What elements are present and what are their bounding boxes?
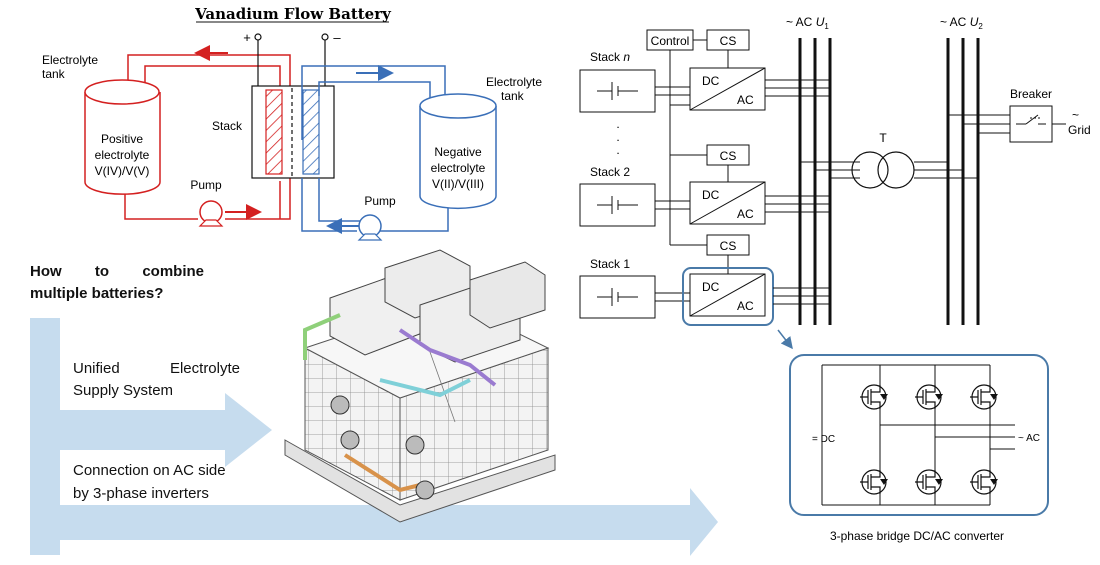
lower-arrow-line-1: Connection on AC side — [73, 462, 226, 479]
converter-2-dc: DC — [702, 188, 720, 202]
converter-1-ac: AC — [737, 299, 754, 313]
battery-title: Vanadium Flow Battery — [194, 5, 392, 23]
question-line-2: multiple batteries? — [30, 285, 164, 302]
lower-arrow — [30, 488, 718, 556]
upper-arrow-line-2: Supply System — [73, 382, 174, 399]
upper-arrow-word-2: Electrolyte — [169, 360, 240, 377]
converter-2-ac: AC — [737, 207, 754, 221]
bridge-ac-label: ~ AC — [1018, 433, 1040, 444]
process-arrows — [30, 318, 718, 556]
stack-2-label: Stack 2 — [590, 165, 630, 179]
lower-arrow-line-2: by 3-phase inverters — [73, 485, 209, 502]
dots-1: . — [616, 117, 619, 131]
converter-1-dc: DC — [702, 280, 720, 294]
control-label: Control — [651, 34, 690, 48]
right-pump-label: Pump — [364, 194, 396, 208]
ac-u1-label: ~ AC U1 — [786, 15, 829, 31]
right-tank-label-2: tank — [501, 89, 525, 103]
stack-label: Stack — [212, 119, 243, 133]
ac-circuit-diagram: Control CS Stack n DC AC . . . CS Stack … — [579, 15, 1091, 350]
stack-2-battery-icon — [597, 196, 638, 214]
left-pump-label: Pump — [190, 178, 222, 192]
left-pump-icon — [198, 200, 224, 227]
positive-label-2: electrolyte — [95, 148, 150, 162]
transistor-switch-icon — [915, 469, 943, 495]
positive-label-3: V(IV)/V(V) — [95, 164, 150, 178]
question-word-1: How — [30, 263, 62, 280]
positive-label-1: Positive — [101, 132, 143, 146]
transistor-switches — [860, 384, 998, 495]
transformer-icon — [851, 151, 915, 189]
upper-arrow — [30, 393, 272, 467]
upper-arrow-line-1: Unified Electrolyte — [73, 358, 240, 380]
question-word-3: combine — [142, 263, 204, 280]
transistor-switch-icon — [915, 384, 943, 410]
grid-label: Grid — [1068, 123, 1091, 137]
flow-battery-schematic: Vanadium Flow Battery Electrolyte tank P… — [42, 5, 542, 241]
plus-terminal: + — [243, 30, 251, 45]
positive-loop — [124, 54, 291, 220]
transistor-switch-icon — [860, 384, 888, 410]
stack-1-label: Stack 1 — [590, 257, 630, 271]
upper-arrow-word-1: Unified — [73, 360, 120, 377]
cell-stack — [251, 33, 335, 179]
negative-label-1: Negative — [434, 145, 482, 159]
cs-label-bottom: CS — [720, 239, 737, 253]
transistor-switch-icon — [860, 469, 888, 495]
converter-n-dc: DC — [702, 74, 720, 88]
grid-tilde: ~ — [1072, 108, 1079, 122]
stack-n-label: Stack n — [590, 50, 630, 64]
dots-3: . — [616, 143, 619, 157]
question-line-1: How to combine — [30, 263, 204, 280]
cs-label-middle: CS — [720, 149, 737, 163]
transistor-switch-icon — [970, 469, 998, 495]
minus-terminal: – — [333, 30, 341, 45]
negative-label-3: V(II)/V(III) — [432, 177, 484, 191]
ac-u2-label: ~ AC U2 — [940, 15, 983, 31]
three-phase-bridge: = DC ~ AC 3-phase bridge DC/AC converter — [789, 354, 1049, 543]
bridge-caption: 3-phase bridge DC/AC converter — [830, 529, 1004, 543]
dots-2: . — [616, 130, 619, 144]
negative-label-2: electrolyte — [431, 161, 486, 175]
transistor-switch-icon — [970, 384, 998, 410]
zoom-arrow — [777, 329, 793, 350]
stack-n-battery-icon — [597, 82, 638, 100]
left-tank-label-2: tank — [42, 67, 66, 81]
negative-tank — [419, 93, 497, 210]
positive-tank — [84, 79, 161, 195]
bridge-dc-label: = DC — [812, 434, 835, 445]
stack-1-battery-icon — [597, 288, 638, 306]
right-pump-icon — [357, 214, 383, 241]
transformer-label: T — [879, 131, 887, 145]
question-word-2: to — [94, 263, 110, 280]
left-tank-label-1: Electrolyte — [42, 53, 98, 67]
cs-label-top: CS — [720, 34, 737, 48]
converter-n-ac: AC — [737, 93, 754, 107]
battery-container-module-icon — [284, 249, 556, 523]
breaker-icon — [1009, 105, 1053, 143]
breaker-label: Breaker — [1010, 87, 1052, 101]
right-tank-label-1: Electrolyte — [486, 75, 542, 89]
